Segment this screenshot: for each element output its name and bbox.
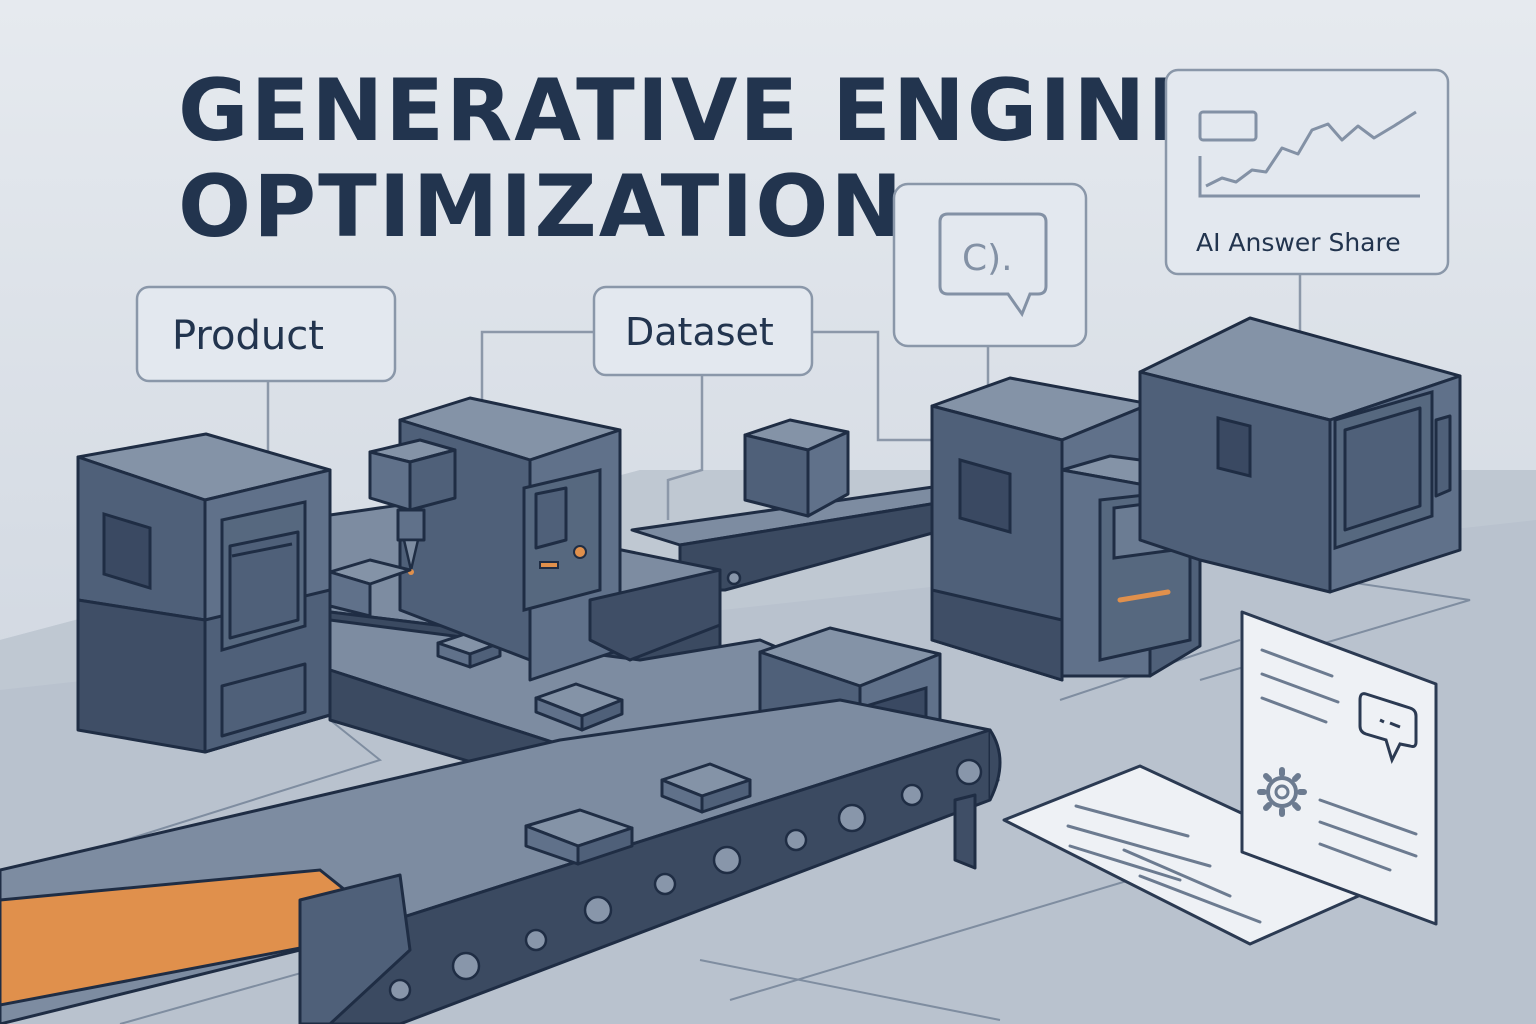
back-conveyor: [630, 418, 982, 592]
speech-bubble-icon: C).: [938, 212, 1048, 318]
machine-product: [76, 432, 332, 754]
ai-answer-share-card: AI Answer Share: [1164, 68, 1450, 276]
title-line-2: OPTIMIZATION: [178, 157, 904, 257]
front-conveyor: [0, 698, 1002, 1024]
chat-icon: [1358, 692, 1418, 765]
dataset-label: Dataset: [625, 310, 774, 354]
chat-bubble-text: C).: [962, 238, 1013, 279]
gear-icon: [1257, 767, 1307, 817]
line-chart-icon: [1198, 110, 1420, 198]
dataset-card: Dataset: [592, 285, 814, 377]
product-label: Product: [172, 313, 324, 359]
machine-analytics: [1138, 316, 1462, 594]
product-card: Product: [135, 285, 397, 383]
ai-answer-share-label: AI Answer Share: [1196, 228, 1401, 257]
chat-card: C).: [892, 182, 1088, 348]
answer-document-card: [1240, 610, 1438, 926]
title-line-1: GENERATIVE ENGINE: [178, 61, 1208, 161]
machine-drill: [328, 396, 722, 682]
